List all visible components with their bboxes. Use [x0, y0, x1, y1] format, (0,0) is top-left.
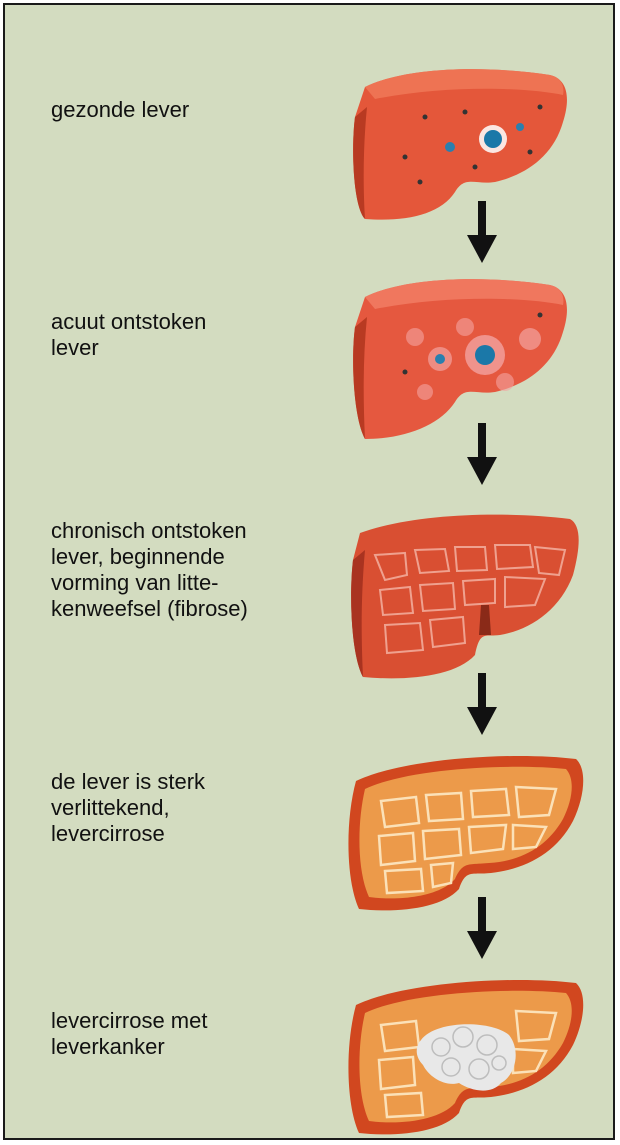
fibrotic-liver-icon	[345, 505, 585, 685]
stage-label-cirrhosis: de lever is sterk verlittekend, levercir…	[51, 769, 321, 847]
stage-label-fibrosis: chronisch ontstoken lever, beginnende vo…	[51, 518, 321, 622]
arrow-down-icon	[467, 897, 497, 959]
arrow-down-icon	[467, 673, 497, 735]
cirrhotic-liver-icon	[341, 741, 591, 916]
stage-label-healthy: gezonde lever	[51, 97, 321, 123]
inflamed-liver-icon	[345, 267, 575, 447]
stage-label-inflamed: acuut ontstoken lever	[51, 309, 321, 361]
arrow-down-icon	[467, 423, 497, 485]
arrow-down-icon	[467, 201, 497, 263]
healthy-liver-icon	[345, 57, 575, 227]
liver-cancer-icon	[341, 965, 591, 1140]
diagram-panel: gezonde lever acuut ontstoken lever chro…	[3, 3, 615, 1140]
stage-label-cancer: levercirrose met leverkanker	[51, 1008, 321, 1060]
